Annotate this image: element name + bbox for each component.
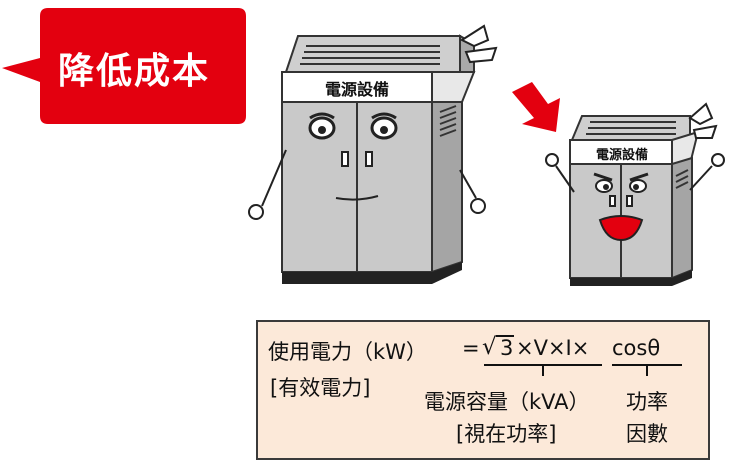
small-cabinet-label: 電源設備 (595, 148, 648, 163)
formula-cos: cosθ (612, 336, 661, 360)
formula-lhs-sub: [有效電力] (270, 376, 371, 400)
term2-tick (646, 364, 648, 376)
formula-term1: 電源容量（kVA） (424, 390, 590, 414)
formula-term1-sub: [視在功率] (456, 422, 557, 446)
formula-lhs: 使用電力（kW） (268, 340, 427, 364)
formula-box (256, 320, 710, 460)
formula-term2-sub: 因數 (626, 422, 668, 446)
large-cabinet-label: 電源設備 (324, 80, 389, 99)
term1-tick (542, 364, 544, 376)
formula-sqrt-value: 3 (500, 336, 514, 360)
formula-sqrt-sign: √ (482, 334, 497, 360)
formula-times: ×V×I× (516, 336, 590, 360)
sqrt-overline (496, 335, 514, 337)
bubble-text: 降低成本 (58, 51, 211, 92)
formula-equals: = (462, 336, 480, 360)
formula-term2: 功率 (626, 390, 668, 414)
